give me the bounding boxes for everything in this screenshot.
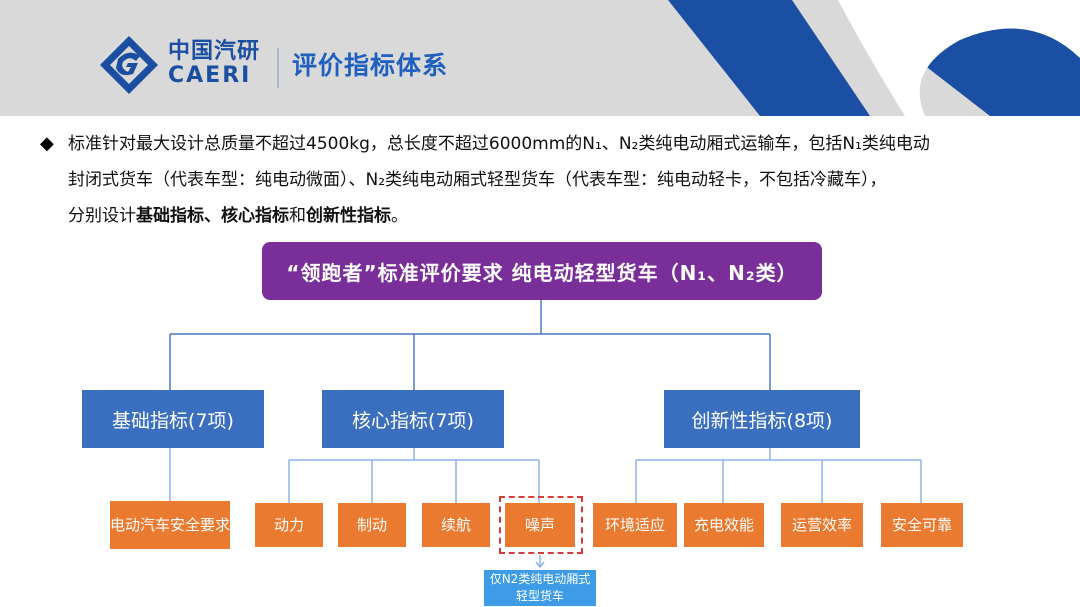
intro-line-3: 分别设计基础指标、核心指标和创新性指标。 <box>68 198 1058 234</box>
leaf-ev-safety: 电动汽车安全要求 <box>110 501 230 549</box>
diamond-bullet-icon: ◆ <box>40 133 54 154</box>
intro-line-3-end: 。 <box>391 206 408 226</box>
intro-line-2: 封闭式货车（代表车型：纯电动微面）、N₂类纯电动厢式轻型货车（代表车型：纯电动轻… <box>68 170 887 190</box>
root-node: “领跑者”标准评价要求 纯电动轻型货车（N₁、N₂类） <box>262 242 822 300</box>
logo-divider <box>277 48 279 88</box>
leaf-operation-efficiency: 运营效率 <box>781 503 863 547</box>
logo-chinese-text: 中国汽研 <box>168 39 261 64</box>
leaf-braking: 制动 <box>338 503 406 547</box>
category-basic: 基础指标(7项) <box>82 390 264 448</box>
leaf-range: 续航 <box>422 503 490 547</box>
noise-note: 仅N2类纯电动厢式轻型货车 <box>484 570 596 606</box>
header-banner: 中国汽研 CAERI 评价指标体系 <box>0 0 1080 116</box>
intro-paragraph: 标准针对最大设计总质量不超过4500kg，总长度不超过6000mm的N₁、N₂类… <box>68 126 1058 234</box>
leaf-safety-reliability: 安全可靠 <box>881 503 963 547</box>
intro-line-3-bold-2: 创新性指标 <box>306 206 391 226</box>
page-title: 评价指标体系 <box>292 51 449 80</box>
header-decoration <box>668 0 1080 116</box>
category-innovative: 创新性指标(8项) <box>664 390 860 448</box>
intro-line-1: 标准针对最大设计总质量不超过4500kg，总长度不超过6000mm的N₁、N₂类… <box>68 134 930 154</box>
logo-english-text: CAERI <box>168 63 252 88</box>
category-core: 核心指标(7项) <box>322 390 504 448</box>
leaf-power: 动力 <box>255 503 323 547</box>
leaf-env-adaptability: 环境适应 <box>593 503 677 547</box>
leaf-noise: 噪声 <box>505 503 575 547</box>
noise-highlight-frame <box>499 496 583 554</box>
intro-line-3-prefix: 分别设计 <box>68 206 136 226</box>
leaf-charging-efficiency: 充电效能 <box>684 503 764 547</box>
intro-line-3-bold-1: 基础指标、核心指标 <box>136 206 289 226</box>
caeri-logo-icon <box>100 36 158 94</box>
intro-line-3-mid: 和 <box>289 206 306 226</box>
